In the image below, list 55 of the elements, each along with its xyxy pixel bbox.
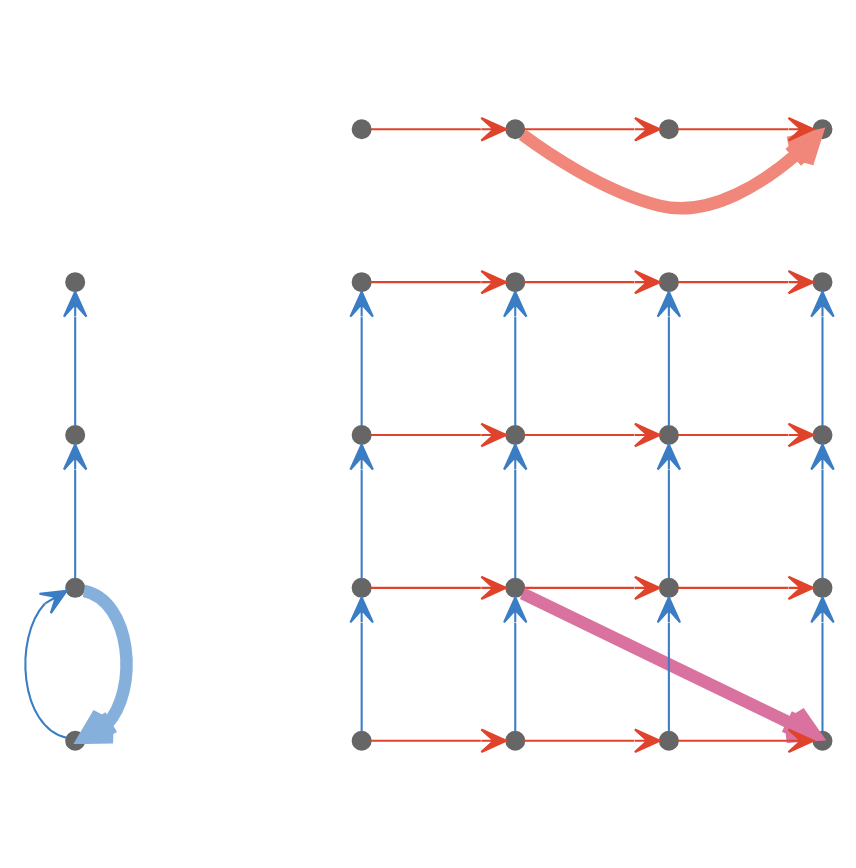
arrow [349, 289, 374, 425]
arrow [524, 421, 661, 447]
node-circle [658, 576, 679, 597]
arrow [524, 268, 661, 294]
arrow [370, 727, 508, 752]
arrow [810, 442, 835, 578]
arrow [524, 116, 661, 141]
arrow [349, 595, 374, 731]
arrow [62, 289, 88, 425]
arrow [503, 442, 528, 578]
node-circle [351, 576, 372, 597]
arrow [370, 268, 508, 294]
arrow [677, 574, 815, 600]
arrow [810, 595, 835, 731]
node-circle [658, 424, 679, 444]
node-circle [505, 271, 526, 292]
node-circle [351, 118, 372, 139]
arrow [503, 289, 528, 425]
node-circle [812, 424, 833, 444]
arrow [810, 289, 835, 425]
arrow [524, 727, 661, 752]
node-circle [658, 118, 679, 139]
arrow [656, 289, 682, 425]
node-circle [65, 271, 86, 292]
arrow [370, 421, 508, 447]
node-circle [658, 271, 679, 292]
arrow [77, 583, 133, 743]
node-circle [505, 576, 526, 597]
arrow [677, 116, 815, 141]
arrow [677, 421, 815, 447]
node-circle [351, 424, 372, 444]
node-circle [812, 576, 833, 597]
arrow [677, 268, 815, 294]
arrow [656, 442, 682, 578]
node-circle [65, 424, 86, 444]
node-circle [65, 576, 86, 597]
arrow [349, 442, 374, 578]
node-circle [351, 271, 372, 292]
node-circle [505, 729, 526, 750]
node-circle [658, 729, 679, 750]
node-circle [812, 118, 833, 139]
arrow [62, 442, 88, 578]
arrow [677, 727, 815, 752]
arrow [24, 588, 68, 738]
node-circle [65, 729, 86, 750]
arrow [656, 595, 682, 731]
arrow [370, 116, 508, 141]
node-circle [505, 118, 526, 139]
arrow [524, 574, 661, 600]
node-circle [812, 729, 833, 750]
arrow [503, 595, 528, 731]
node-circle [812, 271, 833, 292]
node-circle [505, 424, 526, 444]
arrow [370, 574, 508, 600]
node-circle [351, 729, 372, 750]
